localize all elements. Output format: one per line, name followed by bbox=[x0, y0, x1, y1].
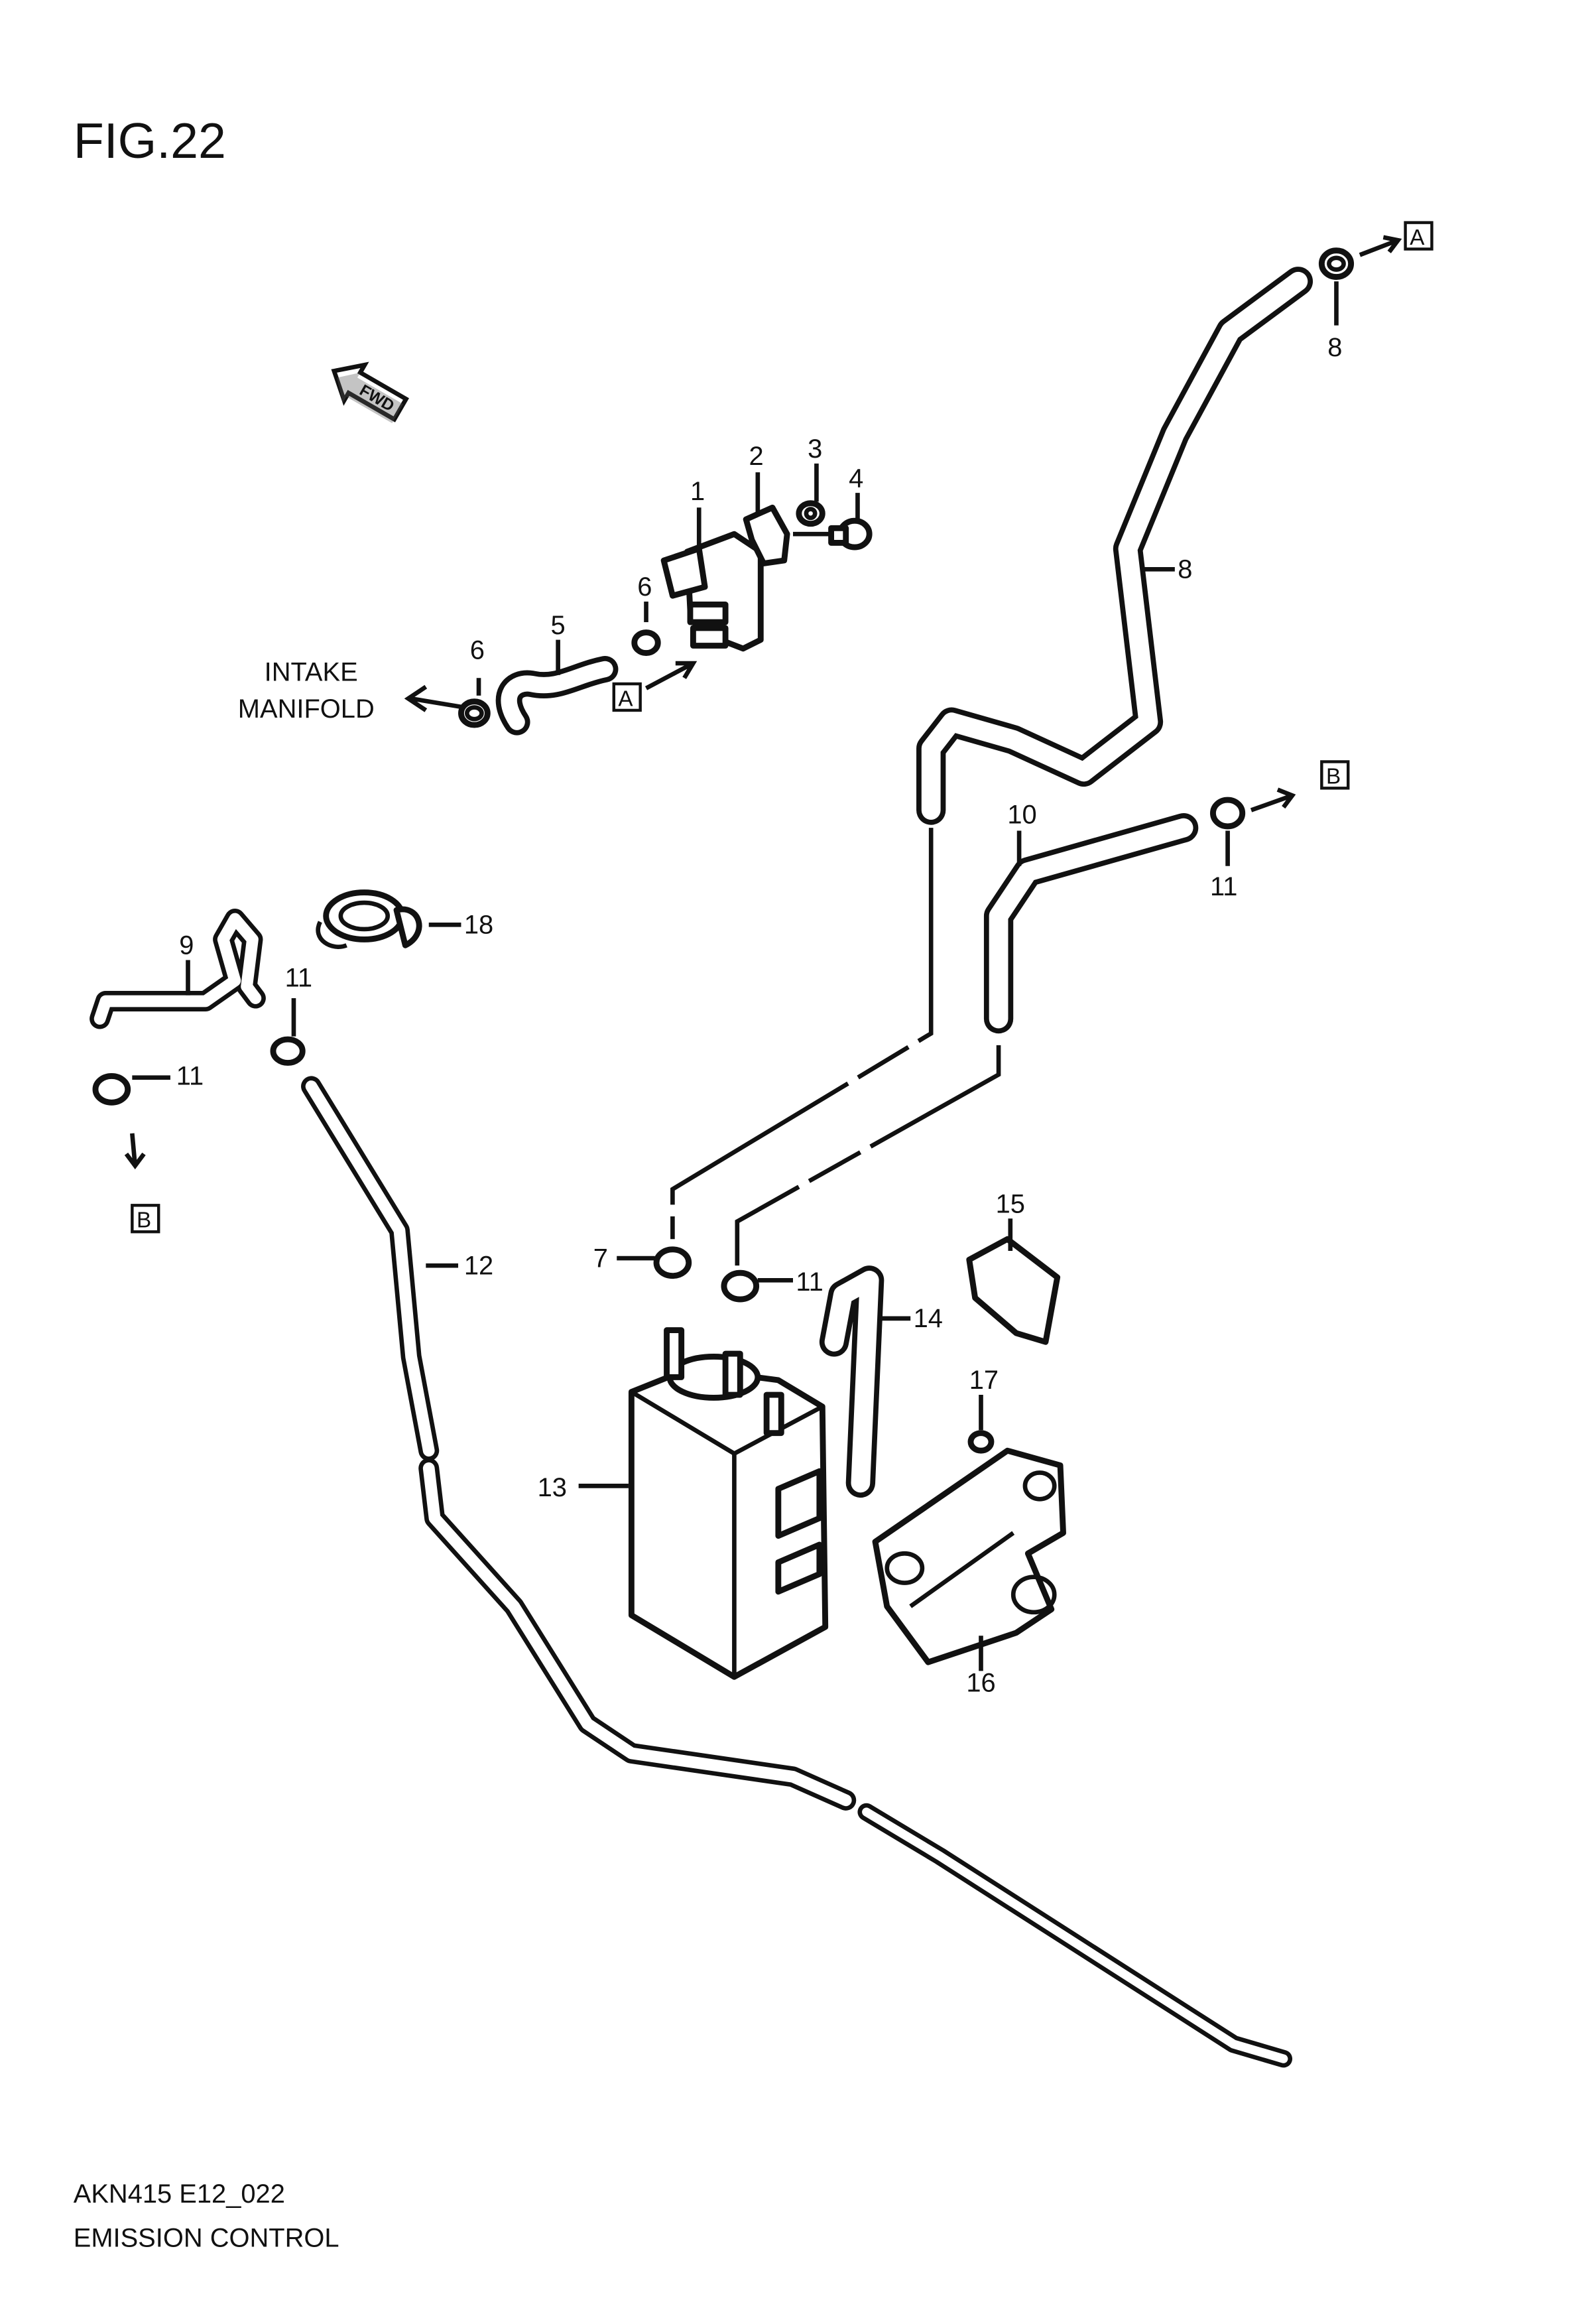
hose-14 bbox=[819, 1265, 884, 1498]
callout-8a: 8 bbox=[1327, 333, 1342, 362]
callout-4: 3 bbox=[808, 434, 822, 464]
clamp-6b bbox=[631, 602, 661, 656]
svg-text:A: A bbox=[1410, 226, 1425, 250]
callout-12: 12 bbox=[464, 1251, 493, 1280]
callout-1: 1 bbox=[690, 477, 705, 506]
callout-11c: 11 bbox=[176, 1062, 204, 1091]
clamp-8a bbox=[1318, 235, 1402, 326]
clamp-11b bbox=[270, 998, 306, 1066]
clamp-11c bbox=[92, 1073, 170, 1170]
nut-4 bbox=[796, 500, 825, 527]
callout-2: 2 bbox=[749, 442, 764, 471]
callout-13: 13 bbox=[538, 1473, 567, 1502]
callout-9: 9 bbox=[179, 931, 194, 960]
callout-18: 18 bbox=[464, 911, 493, 940]
footer-code: AKN415 E12_022 bbox=[74, 2179, 285, 2209]
hose-7 bbox=[916, 267, 1313, 825]
ref-box-b1 bbox=[1320, 760, 1350, 790]
bolt-3 bbox=[793, 517, 873, 550]
bracket-2 bbox=[743, 504, 790, 566]
fwd-arrow-icon: FWD bbox=[331, 361, 409, 424]
svg-text:B: B bbox=[137, 1208, 151, 1233]
hose-9 bbox=[90, 908, 266, 1029]
callout-16: 16 bbox=[966, 1668, 995, 1697]
connector-18 bbox=[316, 889, 422, 949]
bracket-16 bbox=[872, 1447, 1066, 1665]
hose-12 bbox=[301, 1076, 1293, 2068]
callout-6b: 6 bbox=[637, 572, 652, 602]
callout-11a: 11 bbox=[1210, 872, 1237, 901]
callout-6a: 6 bbox=[470, 635, 485, 665]
callout-14: 14 bbox=[914, 1304, 943, 1333]
clamp-11d bbox=[721, 1269, 793, 1303]
svg-text:A: A bbox=[618, 686, 633, 711]
hose-10 bbox=[983, 812, 1199, 1034]
clamp-11a bbox=[1210, 787, 1296, 866]
callout-3: 4 bbox=[849, 464, 863, 493]
intake-label-2: MANIFOLD bbox=[238, 694, 375, 724]
clip-15 bbox=[966, 1236, 1061, 1345]
clamp-6a bbox=[458, 678, 491, 728]
charcoal-canister-13 bbox=[628, 1327, 829, 1680]
callout-15: 15 bbox=[996, 1189, 1025, 1218]
ref-box-a2 bbox=[1404, 221, 1433, 251]
footer-name: EMISSION CONTROL bbox=[74, 2224, 339, 2253]
callout-10: 10 bbox=[1007, 800, 1036, 829]
callout-5: 5 bbox=[551, 611, 566, 640]
callout-8b: 7 bbox=[593, 1244, 608, 1273]
intake-label-1: INTAKE bbox=[265, 658, 358, 687]
svg-text:B: B bbox=[1326, 765, 1341, 789]
intake-arrow-icon bbox=[404, 684, 465, 712]
callout-17: 17 bbox=[969, 1366, 999, 1395]
callout-11d: 11 bbox=[796, 1267, 823, 1297]
callout-11b: 11 bbox=[285, 963, 312, 992]
ref-box-a1 bbox=[612, 682, 642, 712]
callout-7: 8 bbox=[1178, 555, 1192, 584]
figure-title: FIG.22 bbox=[74, 113, 226, 168]
clamp-8b bbox=[617, 1246, 692, 1279]
nut-17 bbox=[967, 1395, 995, 1454]
ref-box-b2 bbox=[131, 1204, 160, 1234]
purge-valve-1 bbox=[660, 531, 764, 652]
